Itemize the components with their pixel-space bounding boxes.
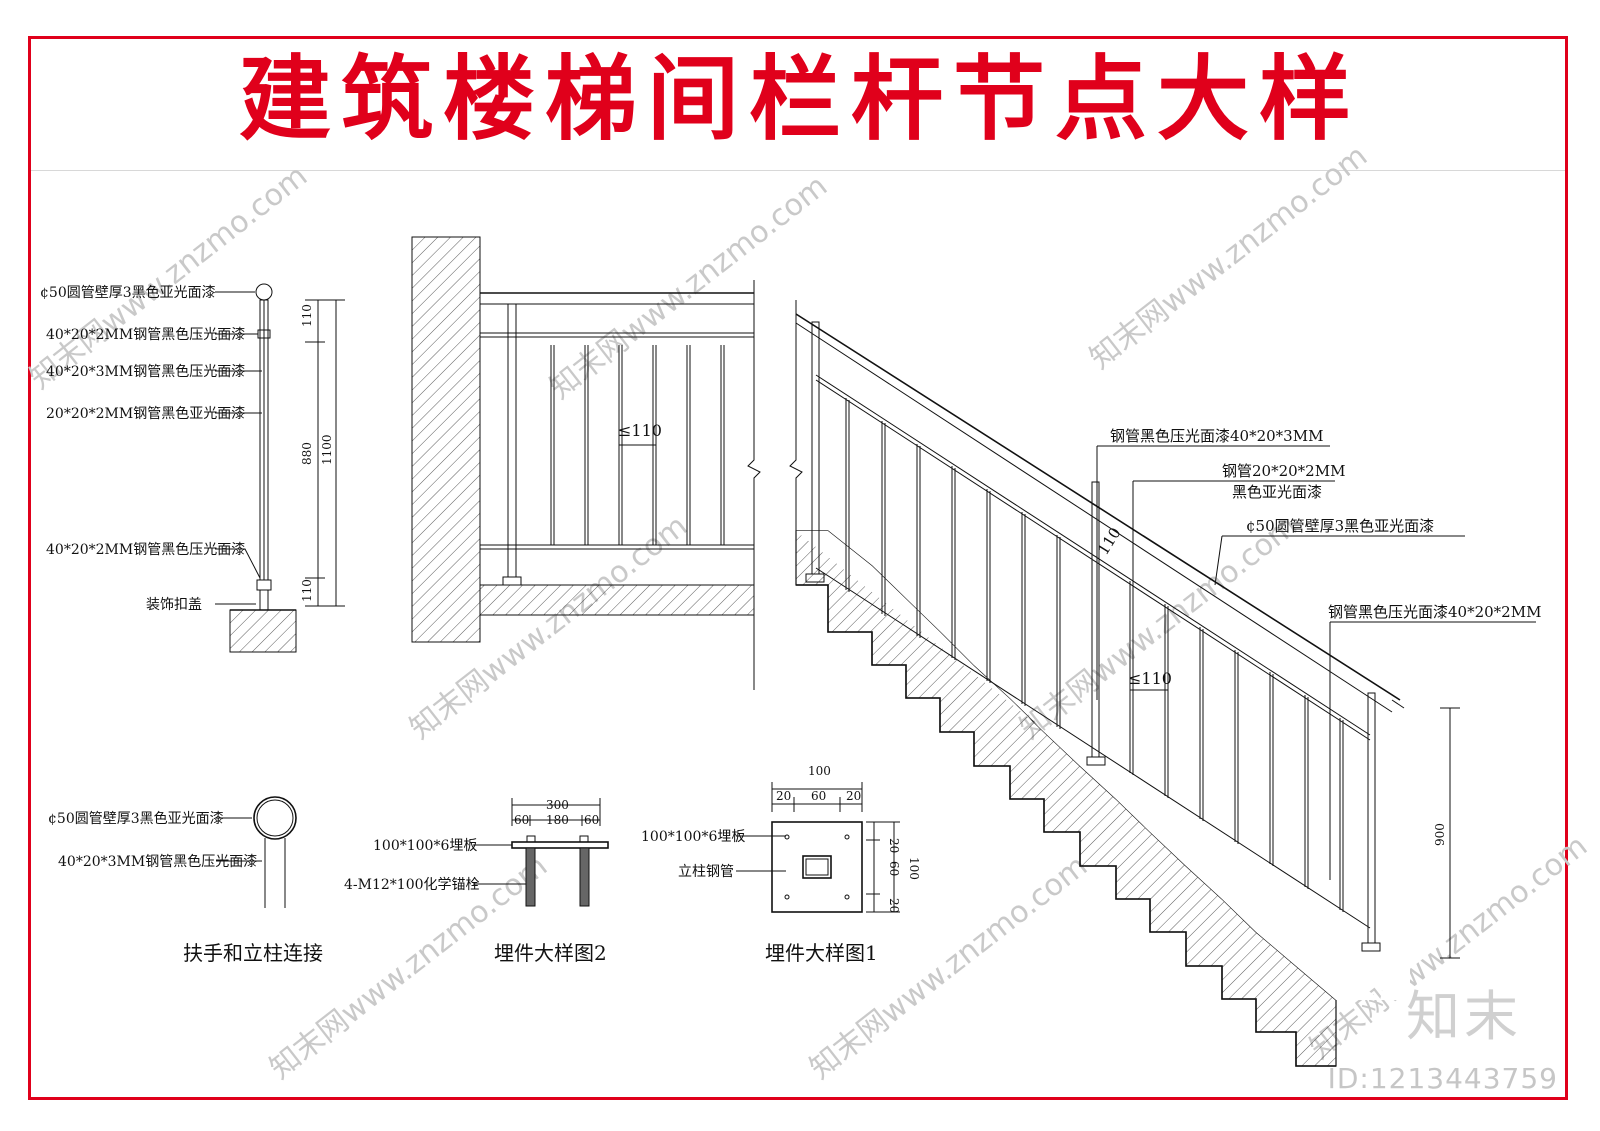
label-bottom-tube: 40*20*2MM钢管黑色压光面漆 <box>46 541 245 558</box>
embed2-label-plate: 100*100*6埋板 <box>373 838 477 854</box>
caption-embed-2: 埋件大样图2 <box>494 941 607 965</box>
label-baluster-tube: 钢管20*20*2MM <box>1222 462 1345 480</box>
title-band <box>31 39 1565 171</box>
label-post: 40*20*3MM钢管黑色压光面漆 <box>46 363 245 380</box>
label-handrail: ¢50圆管壁厚3黑色亚光面漆 <box>1246 517 1434 535</box>
label-baluster: 20*20*2MM钢管黑色亚光面漆 <box>46 405 245 422</box>
caption-embed-1: 埋件大样图1 <box>765 941 878 965</box>
watermark-text: 知末网www.znzmo.com <box>803 848 1094 1086</box>
embed1-dim-top: 20 <box>887 838 901 853</box>
dim-880: 880 <box>300 442 314 465</box>
watermark-text: 知末网www.znzmo.com <box>1083 138 1374 376</box>
dim-110-bottom: 110 <box>300 579 314 602</box>
embed2-dim-mid: 180 <box>546 813 569 827</box>
dim-spacing: ≤110 <box>618 421 662 440</box>
embed1-dim-bottom: 20 <box>887 898 901 913</box>
label-top-tube: 40*20*2MM钢管黑色压光面漆 <box>46 326 245 343</box>
joint-label-post: 40*20*3MM钢管黑色压光面漆 <box>58 853 257 870</box>
label-bottom-tube-2mm: 钢管黑色压光面漆40*20*2MM <box>1328 603 1541 621</box>
caption-handrail-joint: 扶手和立柱连接 <box>183 941 323 965</box>
label-handrail-pipe: ¢50圆管壁厚3黑色亚光面漆 <box>40 284 216 301</box>
embed1-dim-left: 20 <box>776 789 791 803</box>
dim-900: 900 <box>1433 823 1447 846</box>
embed2-dim-left: 60 <box>514 813 529 827</box>
embed1-dim-total-y: 100 <box>907 857 921 880</box>
joint-label-handrail: ¢50圆管壁厚3黑色亚光面漆 <box>48 810 224 827</box>
dim-stair-spacing: ≤110 <box>1128 669 1172 688</box>
dim-1100: 1100 <box>320 434 334 465</box>
watermark-id: ID:1213443759 <box>1327 1062 1558 1095</box>
drawing-border <box>28 36 1568 1100</box>
watermark-text: 知末网www.znzmo.com <box>543 168 834 406</box>
railing-section-detail: ¢50圆管壁厚3黑色亚光面漆 40*20*2MM钢管黑色压光面漆 40*20*3… <box>40 283 345 653</box>
embed-detail-1: 100 20 60 20 20 60 20 100 100*100*6埋板 立柱… <box>641 764 921 965</box>
dim-110-top: 110 <box>300 304 314 327</box>
embed1-dim-right: 20 <box>846 789 861 803</box>
label-baluster-finish: 黑色亚光面漆 <box>1232 483 1322 501</box>
label-top-tube-3mm: 钢管黑色压光面漆40*20*3MM <box>1110 427 1323 445</box>
watermark-text: 知末网www.znzmo.com <box>23 158 314 396</box>
railing-elevation: ≤110 <box>411 236 761 690</box>
handrail-post-connection: ¢50圆管壁厚3黑色亚光面漆 40*20*3MM钢管黑色压光面漆 扶手和立柱连接 <box>48 796 323 965</box>
embed2-dim-right: 60 <box>584 813 599 827</box>
embed1-dim-total-x: 100 <box>808 764 831 778</box>
embed1-label-post: 立柱钢管 <box>678 864 734 880</box>
watermark-logo: 知末 <box>1406 985 1522 1048</box>
embed-detail-2: 300 60 180 60 100*100*6埋板 4-M12*100化学锚栓 … <box>344 798 609 965</box>
embed2-dim-total: 300 <box>546 798 569 812</box>
embed2-label-anchor: 4-M12*100化学锚栓 <box>344 877 480 893</box>
label-cover-cap: 装饰扣盖 <box>146 597 202 613</box>
embed1-dim-mid: 60 <box>811 789 826 803</box>
embed1-label-plate: 100*100*6埋板 <box>641 829 745 845</box>
stair-railing-elevation: 钢管黑色压光面漆40*20*3MM 钢管20*20*2MM 黑色亚光面漆 ¢50… <box>789 300 1541 1067</box>
drawing-title: 建筑楼梯间栏杆节点大样 <box>238 46 1361 153</box>
embed1-dim-center: 60 <box>887 861 901 876</box>
